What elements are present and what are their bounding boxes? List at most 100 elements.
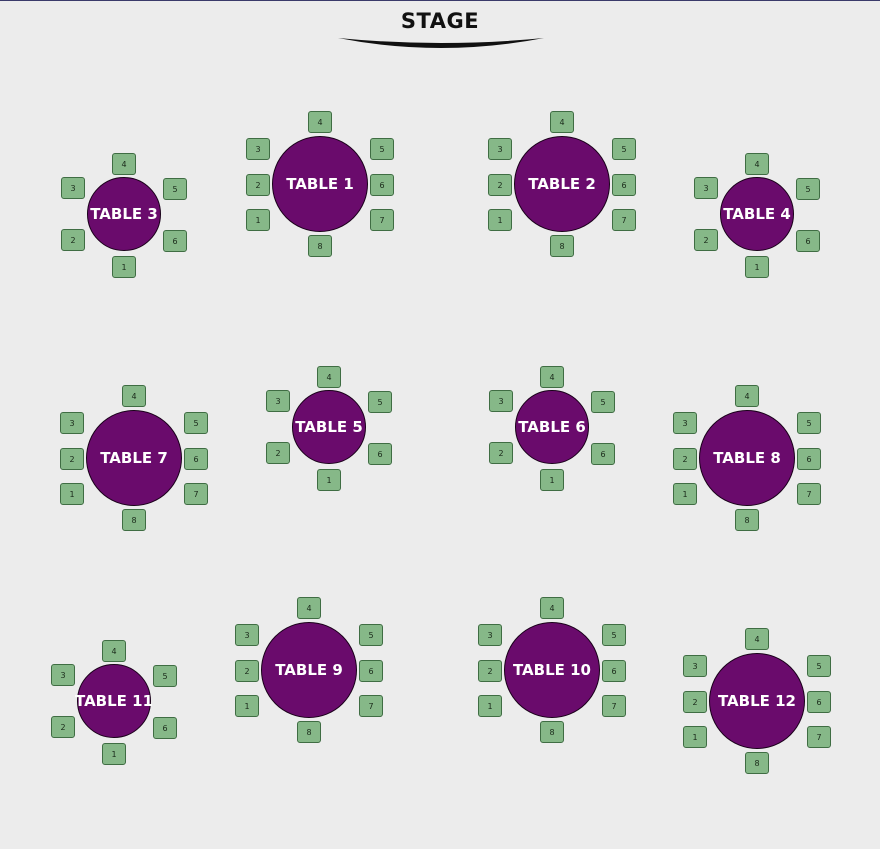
seat[interactable]: 2 <box>673 448 697 470</box>
round-table[interactable]: TABLE 7 <box>86 410 182 506</box>
seat[interactable]: 5 <box>368 391 392 413</box>
seat[interactable]: 1 <box>60 483 84 505</box>
seat[interactable]: 8 <box>122 509 146 531</box>
seat[interactable]: 4 <box>112 153 136 175</box>
seat[interactable]: 1 <box>745 256 769 278</box>
seat[interactable]: 2 <box>235 660 259 682</box>
seat[interactable]: 6 <box>370 174 394 196</box>
seat[interactable]: 3 <box>683 655 707 677</box>
seat[interactable]: 1 <box>673 483 697 505</box>
seat[interactable]: 6 <box>591 443 615 465</box>
seat[interactable]: 5 <box>591 391 615 413</box>
top-border <box>0 0 880 1</box>
seat[interactable]: 4 <box>308 111 332 133</box>
seat[interactable]: 6 <box>153 717 177 739</box>
seat[interactable]: 1 <box>488 209 512 231</box>
seat[interactable]: 1 <box>102 743 126 765</box>
seat[interactable]: 7 <box>807 726 831 748</box>
seat[interactable]: 6 <box>807 691 831 713</box>
seat[interactable]: 2 <box>266 442 290 464</box>
seat[interactable]: 3 <box>51 664 75 686</box>
seat[interactable]: 4 <box>550 111 574 133</box>
seat[interactable]: 3 <box>246 138 270 160</box>
round-table[interactable]: TABLE 8 <box>699 410 795 506</box>
seat[interactable]: 5 <box>184 412 208 434</box>
seat[interactable]: 7 <box>370 209 394 231</box>
seat[interactable]: 3 <box>489 390 513 412</box>
seat[interactable]: 4 <box>745 628 769 650</box>
seat[interactable]: 2 <box>246 174 270 196</box>
round-table[interactable]: TABLE 2 <box>514 136 610 232</box>
seat[interactable]: 3 <box>478 624 502 646</box>
seat[interactable]: 6 <box>184 448 208 470</box>
seat[interactable]: 2 <box>51 716 75 738</box>
seat[interactable]: 6 <box>602 660 626 682</box>
seat[interactable]: 4 <box>735 385 759 407</box>
seat[interactable]: 8 <box>540 721 564 743</box>
seat[interactable]: 6 <box>797 448 821 470</box>
seat[interactable]: 7 <box>602 695 626 717</box>
round-table[interactable]: TABLE 12 <box>709 653 805 749</box>
seat[interactable]: 6 <box>796 230 820 252</box>
seat[interactable]: 7 <box>359 695 383 717</box>
seat[interactable]: 5 <box>359 624 383 646</box>
seat[interactable]: 7 <box>797 483 821 505</box>
seat[interactable]: 1 <box>540 469 564 491</box>
seat[interactable]: 7 <box>612 209 636 231</box>
seat[interactable]: 1 <box>235 695 259 717</box>
seat[interactable]: 5 <box>163 178 187 200</box>
seat[interactable]: 4 <box>102 640 126 662</box>
seat[interactable]: 5 <box>797 412 821 434</box>
round-table[interactable]: TABLE 9 <box>261 622 357 718</box>
seat[interactable]: 4 <box>745 153 769 175</box>
seat[interactable]: 4 <box>297 597 321 619</box>
seat[interactable]: 6 <box>163 230 187 252</box>
seat[interactable]: 1 <box>112 256 136 278</box>
seat[interactable]: 3 <box>673 412 697 434</box>
seat[interactable]: 4 <box>540 366 564 388</box>
seat[interactable]: 3 <box>61 177 85 199</box>
stage-arc <box>338 38 544 48</box>
seat[interactable]: 2 <box>694 229 718 251</box>
round-table[interactable]: TABLE 6 <box>515 390 589 464</box>
seat[interactable]: 8 <box>550 235 574 257</box>
seat[interactable]: 2 <box>60 448 84 470</box>
seat[interactable]: 2 <box>488 174 512 196</box>
seat[interactable]: 6 <box>612 174 636 196</box>
seat[interactable]: 2 <box>683 691 707 713</box>
seat[interactable]: 2 <box>489 442 513 464</box>
seat[interactable]: 2 <box>478 660 502 682</box>
round-table[interactable]: TABLE 4 <box>720 177 794 251</box>
seat[interactable]: 8 <box>297 721 321 743</box>
round-table[interactable]: TABLE 10 <box>504 622 600 718</box>
seat[interactable]: 8 <box>745 752 769 774</box>
round-table[interactable]: TABLE 11 <box>75 664 153 738</box>
seat[interactable]: 6 <box>359 660 383 682</box>
seat[interactable]: 1 <box>683 726 707 748</box>
seat[interactable]: 2 <box>61 229 85 251</box>
seat[interactable]: 4 <box>540 597 564 619</box>
seat[interactable]: 3 <box>60 412 84 434</box>
seat[interactable]: 5 <box>612 138 636 160</box>
seat[interactable]: 5 <box>153 665 177 687</box>
seat[interactable]: 4 <box>317 366 341 388</box>
seat[interactable]: 8 <box>308 235 332 257</box>
seat[interactable]: 6 <box>368 443 392 465</box>
seat[interactable]: 5 <box>796 178 820 200</box>
seat[interactable]: 3 <box>694 177 718 199</box>
seat[interactable]: 3 <box>488 138 512 160</box>
seat[interactable]: 3 <box>235 624 259 646</box>
round-table[interactable]: TABLE 1 <box>272 136 368 232</box>
seat[interactable]: 5 <box>807 655 831 677</box>
seat[interactable]: 3 <box>266 390 290 412</box>
seat[interactable]: 4 <box>122 385 146 407</box>
seat[interactable]: 7 <box>184 483 208 505</box>
seat[interactable]: 1 <box>317 469 341 491</box>
seat[interactable]: 1 <box>246 209 270 231</box>
round-table[interactable]: TABLE 3 <box>87 177 161 251</box>
seat[interactable]: 5 <box>602 624 626 646</box>
seat[interactable]: 8 <box>735 509 759 531</box>
round-table[interactable]: TABLE 5 <box>292 390 366 464</box>
seat[interactable]: 5 <box>370 138 394 160</box>
seat[interactable]: 1 <box>478 695 502 717</box>
